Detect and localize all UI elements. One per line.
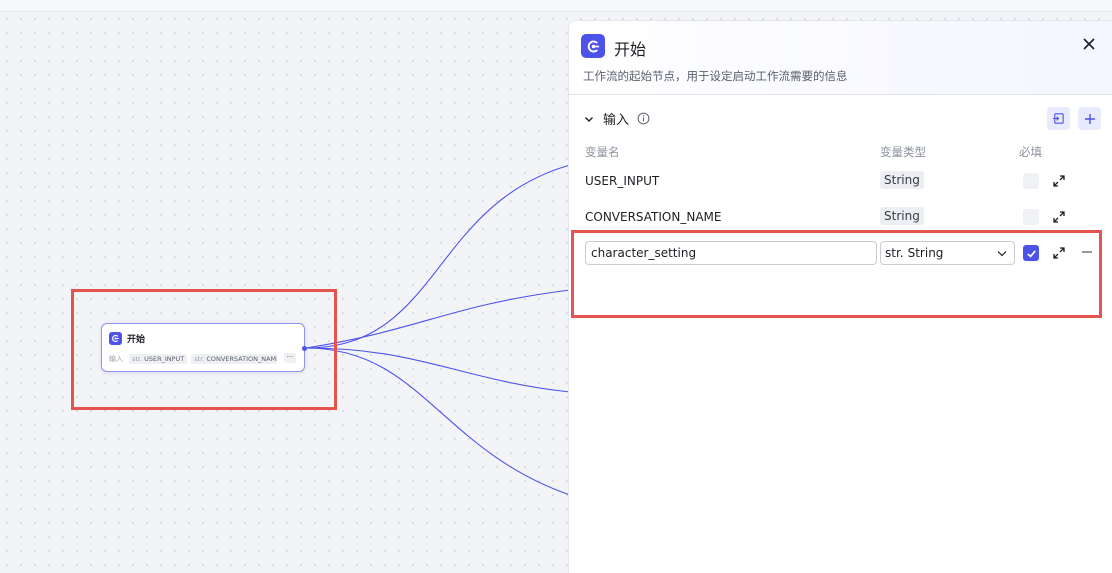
type-select-value: String — [907, 246, 944, 260]
close-icon[interactable] — [1080, 35, 1098, 53]
plus-icon — [1084, 113, 1095, 124]
import-button[interactable] — [1047, 107, 1070, 130]
panel-title: 开始 — [614, 40, 647, 59]
top-bar — [0, 0, 1112, 12]
column-header-required: 必填 — [1019, 145, 1042, 159]
expand-icon[interactable] — [1052, 174, 1066, 188]
required-checkbox-disabled — [1023, 209, 1039, 225]
remove-variable-icon[interactable] — [1081, 245, 1093, 259]
start-node-header: 开始 — [109, 332, 145, 345]
node-config-panel: 开始 工作流的起始节点，用于设定启动工作流需要的信息 输入 变量名 变量类型 必… — [568, 20, 1112, 573]
variable-name: CONVERSATION_NAME — [585, 210, 722, 224]
start-node-more-button[interactable]: ··· — [284, 353, 296, 363]
panel-description: 工作流的起始节点，用于设定启动工作流需要的信息 — [583, 69, 848, 83]
panel-header: 开始 工作流的起始节点，用于设定启动工作流需要的信息 — [569, 21, 1112, 95]
start-node-inputs: 输入 str.USER_INPUT str.CONVERSATION_NAME — [109, 354, 278, 364]
info-icon[interactable] — [637, 112, 650, 125]
expand-icon[interactable] — [1052, 246, 1066, 260]
column-header-type: 变量类型 — [880, 145, 926, 159]
start-icon — [581, 34, 605, 58]
check-icon — [1026, 249, 1036, 258]
type-prefix: str. — [885, 246, 904, 260]
chevron-down-icon — [997, 251, 1007, 257]
start-node[interactable]: 开始 输入 str.USER_INPUT str.CONVERSATION_NA… — [101, 323, 307, 372]
start-node-icon — [109, 332, 122, 345]
expand-icon[interactable] — [1052, 210, 1066, 224]
add-variable-button[interactable] — [1078, 107, 1101, 130]
start-node-var-tag: str.CONVERSATION_NAME — [191, 354, 278, 364]
inputs-section-header[interactable]: 输入 — [583, 109, 650, 128]
highlight-box-new-variable — [571, 230, 1102, 318]
start-node-output-port[interactable] — [302, 346, 307, 351]
variable-type-tag: String — [880, 171, 924, 189]
variable-name-input[interactable] — [585, 241, 877, 265]
highlight-box-node — [71, 289, 337, 410]
column-header-name: 变量名 — [585, 145, 620, 159]
required-checkbox[interactable] — [1023, 245, 1039, 261]
variable-type-tag: String — [880, 207, 924, 225]
import-icon — [1052, 113, 1064, 124]
chevron-down-icon[interactable] — [583, 113, 595, 125]
start-node-var-tag: str.USER_INPUT — [129, 354, 188, 364]
inputs-section-title: 输入 — [603, 113, 630, 128]
start-node-inputs-label: 输入 — [109, 355, 123, 363]
variable-type-select[interactable]: str. String — [880, 241, 1015, 265]
variable-name: USER_INPUT — [585, 174, 660, 188]
start-node-title: 开始 — [127, 335, 146, 345]
required-checkbox-disabled — [1023, 173, 1039, 189]
